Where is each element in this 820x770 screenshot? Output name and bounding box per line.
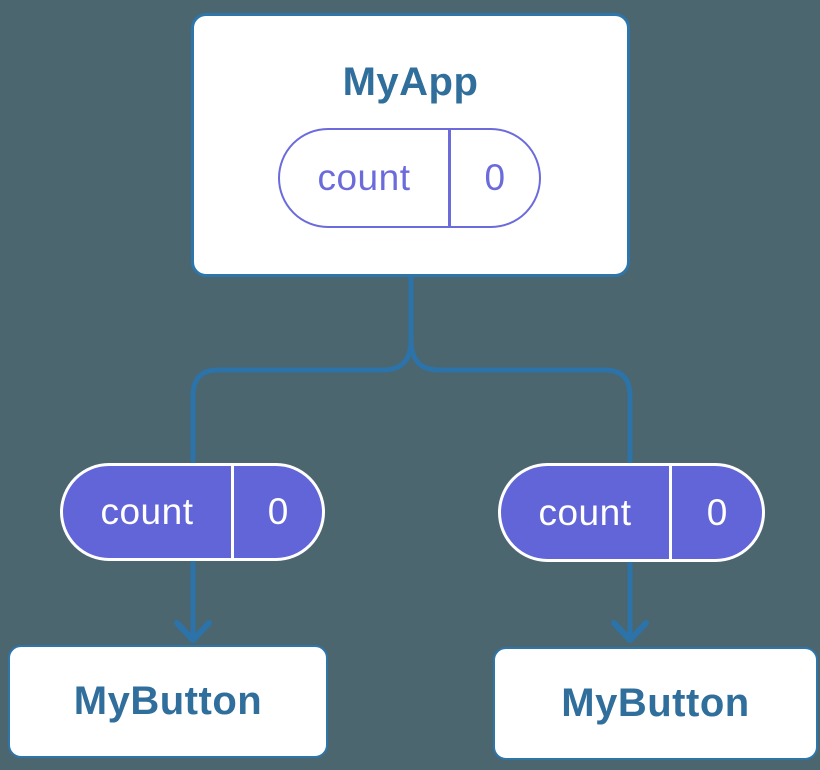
component-title-myapp: MyApp <box>342 60 479 104</box>
prop-pill-label: count <box>538 491 632 533</box>
connector-left-branch <box>190 277 414 637</box>
state-pill-value: 0 <box>484 157 506 198</box>
arrow-down-icon-left <box>174 620 212 643</box>
component-title-mybutton-left: MyButton <box>73 679 263 723</box>
prop-pill-left: count 0 <box>60 463 325 561</box>
prop-pill-value: 0 <box>267 491 289 532</box>
state-pill-myapp: count 0 <box>278 128 541 228</box>
component-card-myapp: MyApp count 0 <box>191 13 630 277</box>
component-card-mybutton-right: MyButton <box>493 647 818 760</box>
pill-divider <box>231 466 234 558</box>
pill-divider <box>448 130 451 226</box>
state-pill-label: count <box>317 157 411 198</box>
prop-pill-label: count <box>100 491 194 532</box>
connector-right-branch <box>408 277 633 637</box>
pill-divider <box>669 466 672 559</box>
prop-pill-value: 0 <box>706 491 728 533</box>
component-card-mybutton-left: MyButton <box>8 645 328 758</box>
component-title-mybutton-right: MyButton <box>561 681 750 725</box>
prop-pill-right: count 0 <box>498 463 765 562</box>
arrow-down-icon-right <box>611 620 649 643</box>
